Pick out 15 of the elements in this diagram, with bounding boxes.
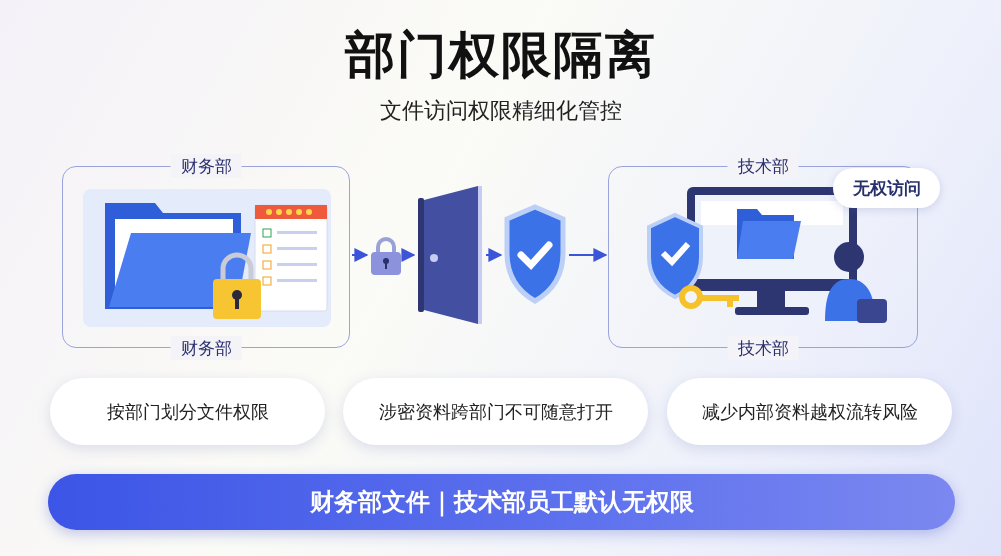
feature-pill: 减少内部资料越权流转风险 bbox=[667, 378, 952, 445]
panel-heading: 技术部 bbox=[727, 154, 799, 178]
summary-banner: 财务部文件｜技术部员工默认无权限 bbox=[48, 474, 955, 530]
panel-heading: 财务部 bbox=[170, 336, 242, 360]
arrow bbox=[568, 248, 608, 262]
arrow bbox=[351, 248, 369, 262]
subtitle: 文件访问权限精细化管控 bbox=[378, 97, 623, 125]
panel-heading: 技术部 bbox=[727, 336, 799, 360]
feature-pill: 按部门划分文件权限 bbox=[50, 378, 325, 445]
arrow bbox=[485, 248, 503, 262]
arrow bbox=[401, 248, 416, 262]
feature-pill: 涉密资料跨部门不可随意打开 bbox=[343, 378, 648, 445]
title: 部门权限隔离 bbox=[343, 25, 658, 86]
speech-bubble: 无权访问 bbox=[833, 168, 940, 208]
panel-heading: 财务部 bbox=[170, 154, 242, 178]
